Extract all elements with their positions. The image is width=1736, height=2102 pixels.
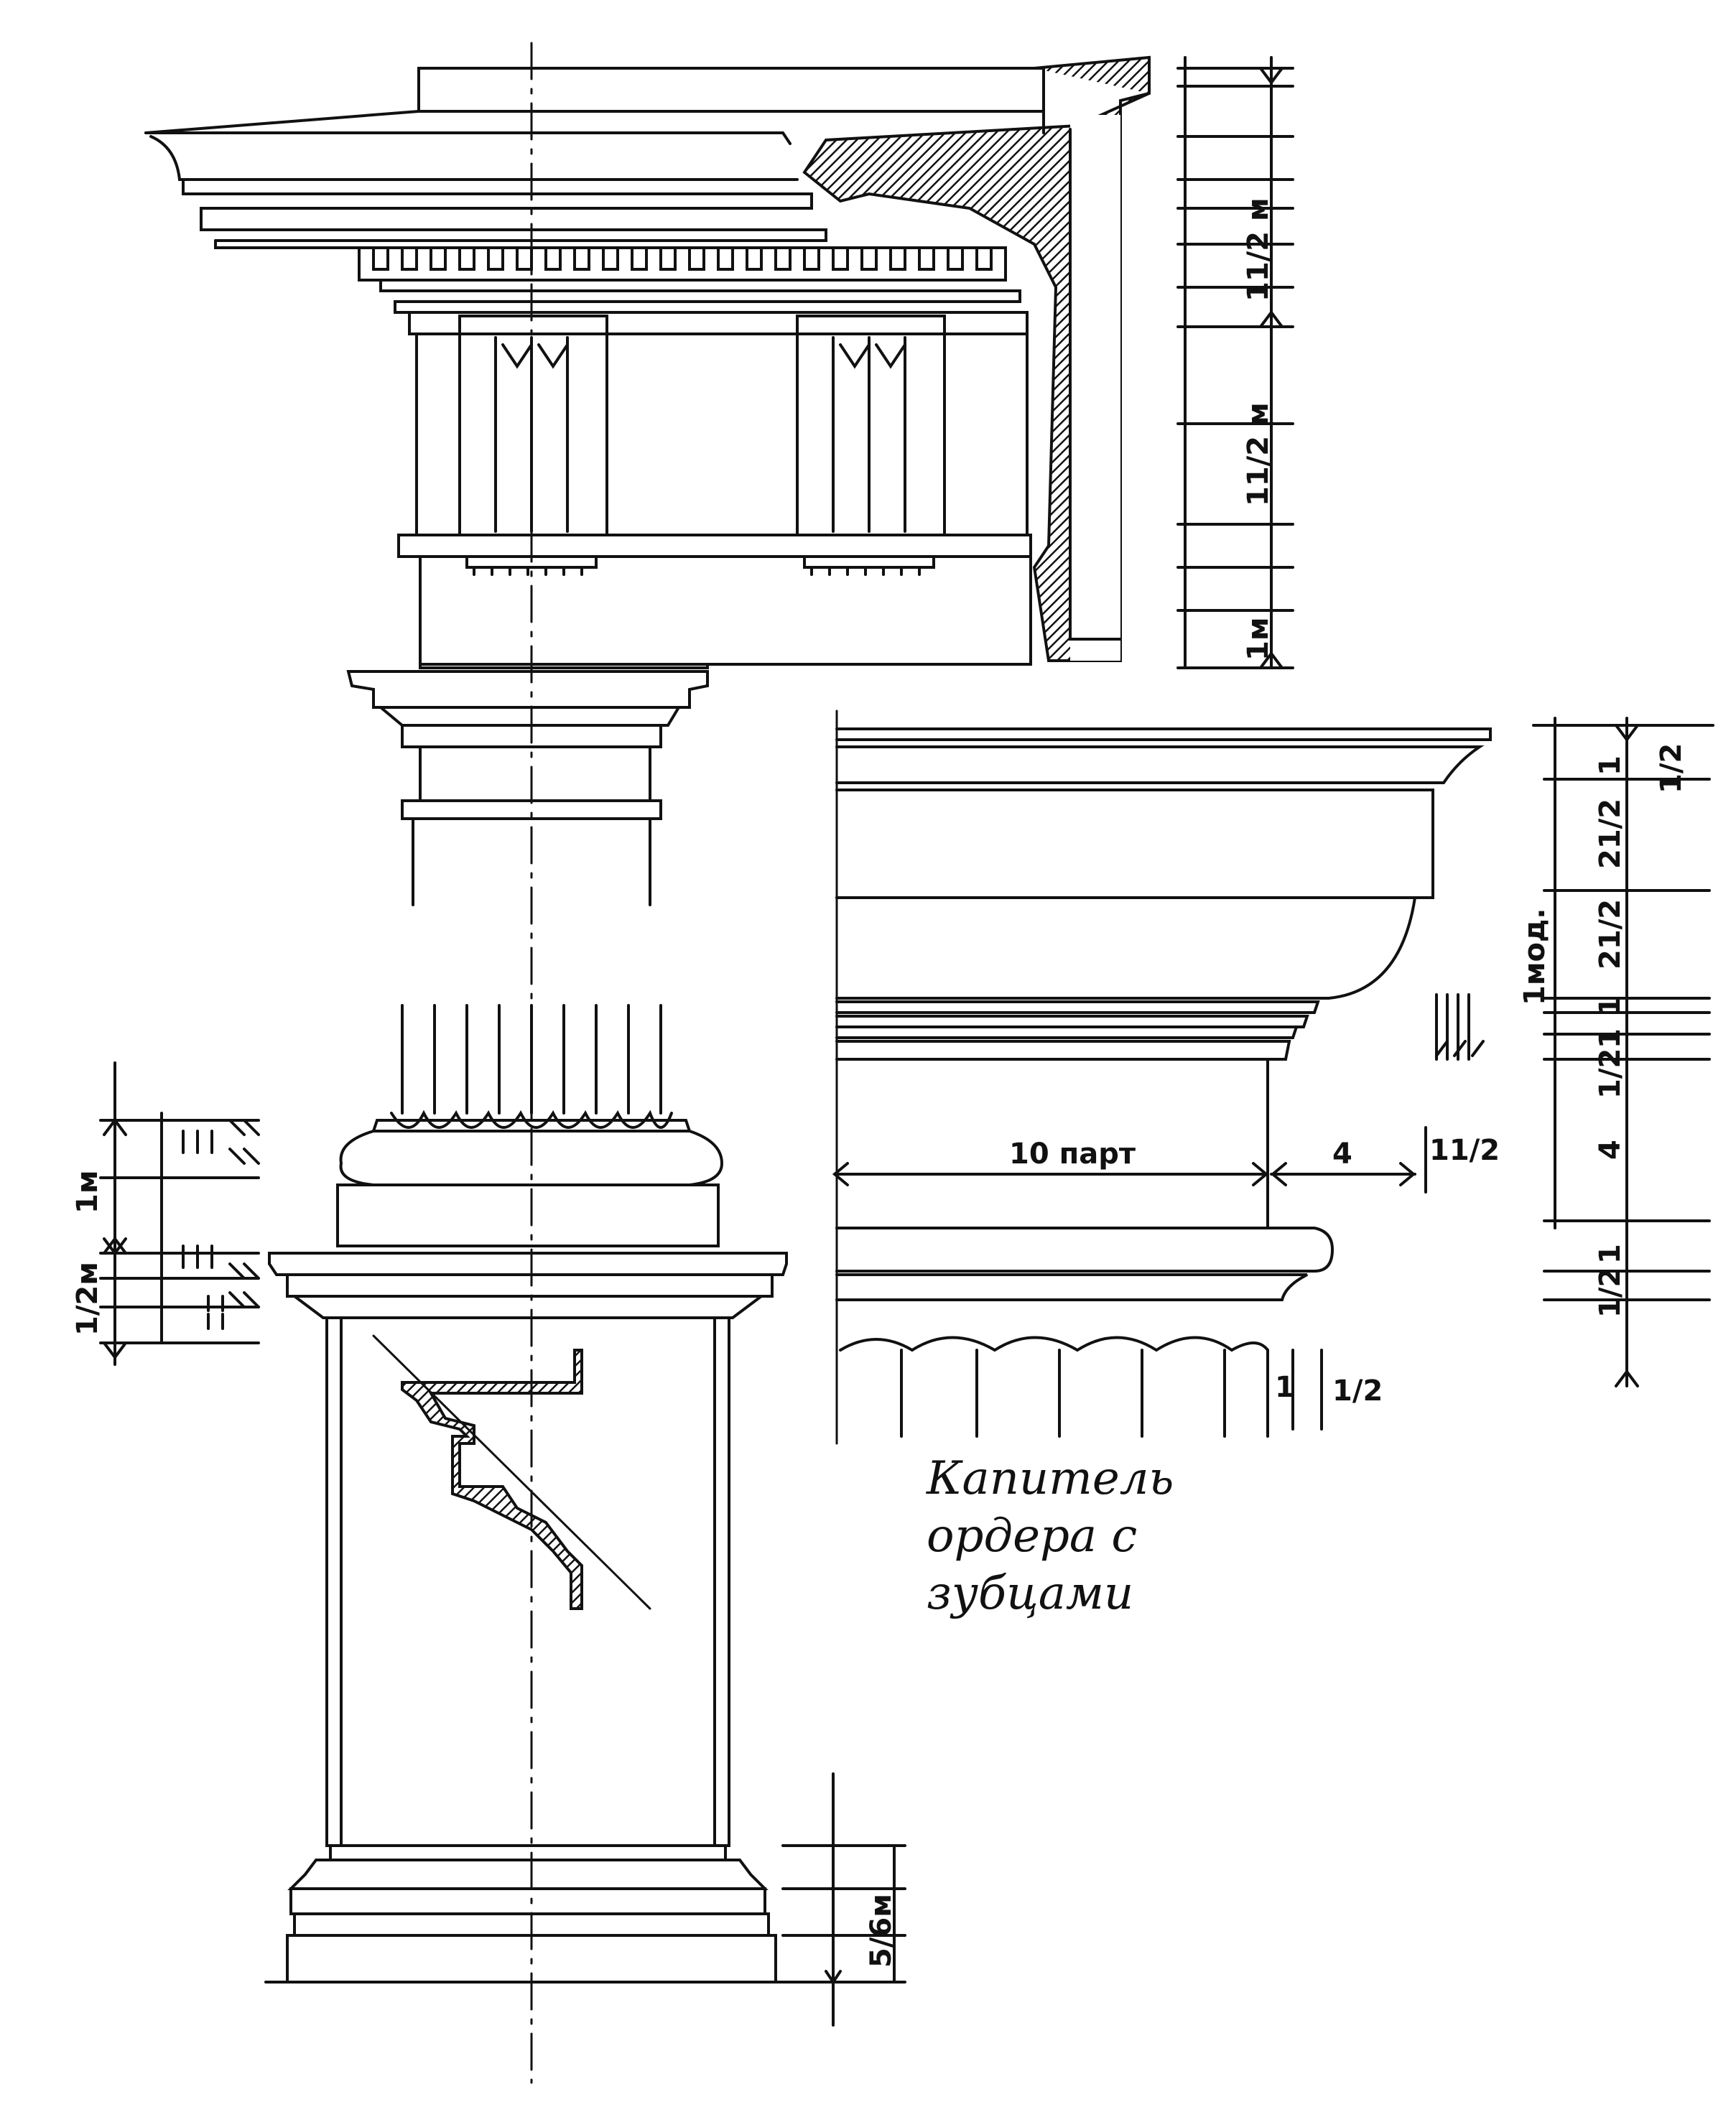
- right-scale-1: 1/2: [1655, 743, 1688, 794]
- labels: 11/2 м 11/2 м 1м 1м 1/2м 5/6м 10 парт 4 …: [71, 197, 1688, 1968]
- entablature: [144, 42, 1151, 2084]
- entablature-dims: [1176, 56, 1294, 669]
- pedestal: [264, 1252, 842, 1984]
- detail-module-label: 1мод.: [1518, 908, 1551, 1005]
- dim-frieze: 11/2 м: [1242, 402, 1275, 506]
- pedestal-section: [401, 1349, 583, 1610]
- guttae: [465, 555, 935, 576]
- dentils: [372, 246, 993, 271]
- caption-line-3: зубцами: [927, 1567, 1133, 1620]
- right-scale-8: 1: [1594, 1244, 1627, 1264]
- right-scale-5: 1: [1594, 1028, 1627, 1048]
- right-scale-7: 4: [1594, 1140, 1627, 1160]
- dim-base-plinth: 5/6м: [865, 1894, 898, 1968]
- right-scale-6: 1/2: [1594, 1048, 1627, 1099]
- detail-projection-right: 11/2: [1429, 1134, 1500, 1167]
- base-dims: [781, 1772, 906, 2027]
- capital-detail: [835, 710, 1492, 1445]
- detail-width-label: 10 парт: [1009, 1138, 1136, 1171]
- detail-dims: [832, 717, 1714, 1431]
- bottom-dim-1: 1: [1275, 1371, 1295, 1404]
- dim-pedestal-bottom: 1/2м: [71, 1262, 104, 1336]
- right-scale-2: 21/2: [1594, 799, 1627, 869]
- dim-architrave: 1м: [1242, 617, 1275, 661]
- caption-line-1: Капитель: [926, 1452, 1174, 1505]
- triglyph-right: [796, 315, 946, 536]
- bottom-dim-half: 1/2: [1332, 1375, 1383, 1408]
- dim-pedestal-top: 1м: [71, 1170, 104, 1214]
- right-scale-4: 1: [1594, 996, 1627, 1016]
- triglyph-left: [458, 315, 608, 536]
- detail-projection-label: 4: [1332, 1138, 1352, 1171]
- dim-cornice: 11/2 м: [1242, 197, 1275, 302]
- right-scale-3: 21/2: [1594, 899, 1627, 969]
- pedestal-dims: [99, 1061, 260, 1366]
- caption-line-2: ордера с: [927, 1510, 1137, 1563]
- right-scale-0: 1: [1594, 755, 1627, 776]
- column-capital: [336, 663, 724, 1247]
- right-scale-9: 1/2: [1594, 1268, 1627, 1318]
